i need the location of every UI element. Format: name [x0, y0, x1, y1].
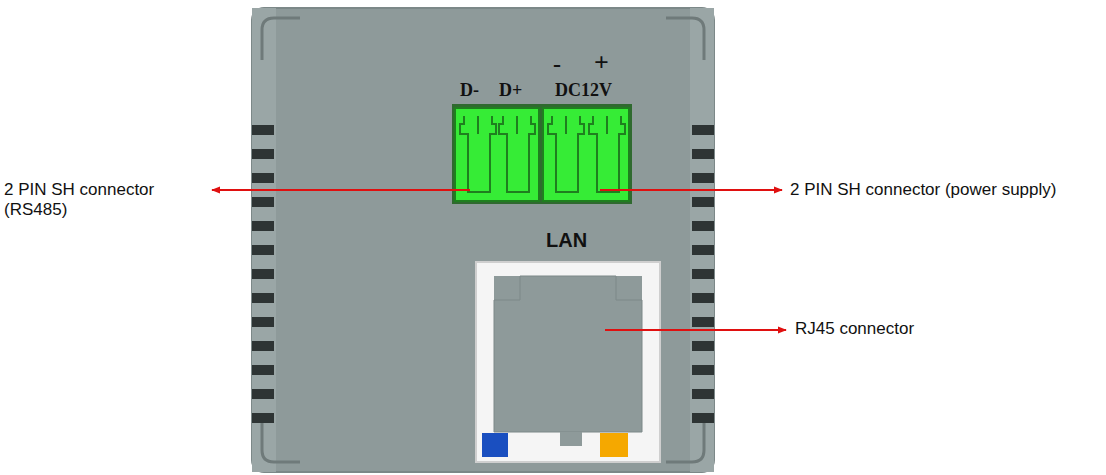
rj45-latch [560, 432, 582, 446]
callout-label: RJ45 connector [795, 319, 1095, 339]
vent-slot [692, 269, 714, 279]
pin-label: D- [460, 80, 479, 102]
leader-arrow [600, 189, 782, 191]
terminal-screw [477, 116, 479, 134]
activity-led [600, 433, 628, 457]
vent-slot [252, 293, 274, 303]
vent-slot [692, 413, 714, 423]
pin-label: + [594, 50, 609, 76]
vent-slot [252, 245, 274, 255]
terminal-pin [548, 116, 584, 192]
callout-label: 2 PIN SH connector (power supply) [790, 180, 1090, 200]
vent-slot [252, 365, 274, 375]
power-terminal-block [543, 108, 629, 201]
vent-slot [252, 389, 274, 399]
vent-slot [692, 125, 714, 135]
callout-label: 2 PIN SH connector (RS485) [4, 180, 174, 221]
vent-slot [252, 341, 274, 351]
corner-mark [666, 420, 704, 462]
rj45-opening [494, 276, 642, 432]
pin-label: D+ [499, 80, 522, 102]
corner-mark [262, 18, 300, 60]
vent-slot [252, 125, 274, 135]
vent-slot [692, 317, 714, 327]
terminal-screw [565, 116, 567, 134]
device-housing [252, 8, 714, 472]
terminal-pin [460, 116, 496, 192]
terminal-pin [499, 116, 535, 192]
vent-slot [252, 413, 274, 423]
vent-slot [692, 365, 714, 375]
vent-slot [252, 269, 274, 279]
side-strip [690, 8, 714, 472]
rj45-port [494, 276, 642, 432]
vent-slot [692, 173, 714, 183]
leader-arrow [212, 189, 470, 191]
terminal-screw [516, 116, 518, 134]
vent-slot [692, 293, 714, 303]
pin-label: - [553, 52, 561, 76]
vent-slot [692, 245, 714, 255]
port-label: LAN [546, 228, 587, 252]
corner-mark [666, 18, 704, 60]
side-strip [252, 8, 276, 472]
vent-slot [692, 197, 714, 207]
vent-slot [252, 317, 274, 327]
vent-slot [692, 389, 714, 399]
vent-slot [252, 197, 274, 207]
vent-slot [252, 173, 274, 183]
vent-slot [692, 221, 714, 231]
leader-arrow [605, 329, 786, 331]
vent-slot [692, 341, 714, 351]
terminal-screw [606, 116, 608, 134]
rs485-terminal-block [455, 108, 539, 201]
pin-label: DC12V [555, 80, 612, 102]
vent-slot [252, 221, 274, 231]
vent-slot [692, 149, 714, 159]
terminal-pin [589, 116, 625, 192]
rj45-frame [476, 262, 660, 462]
corner-mark [262, 420, 300, 462]
vent-slot [252, 149, 274, 159]
link-led [482, 433, 508, 457]
terminal-pins [460, 116, 625, 192]
